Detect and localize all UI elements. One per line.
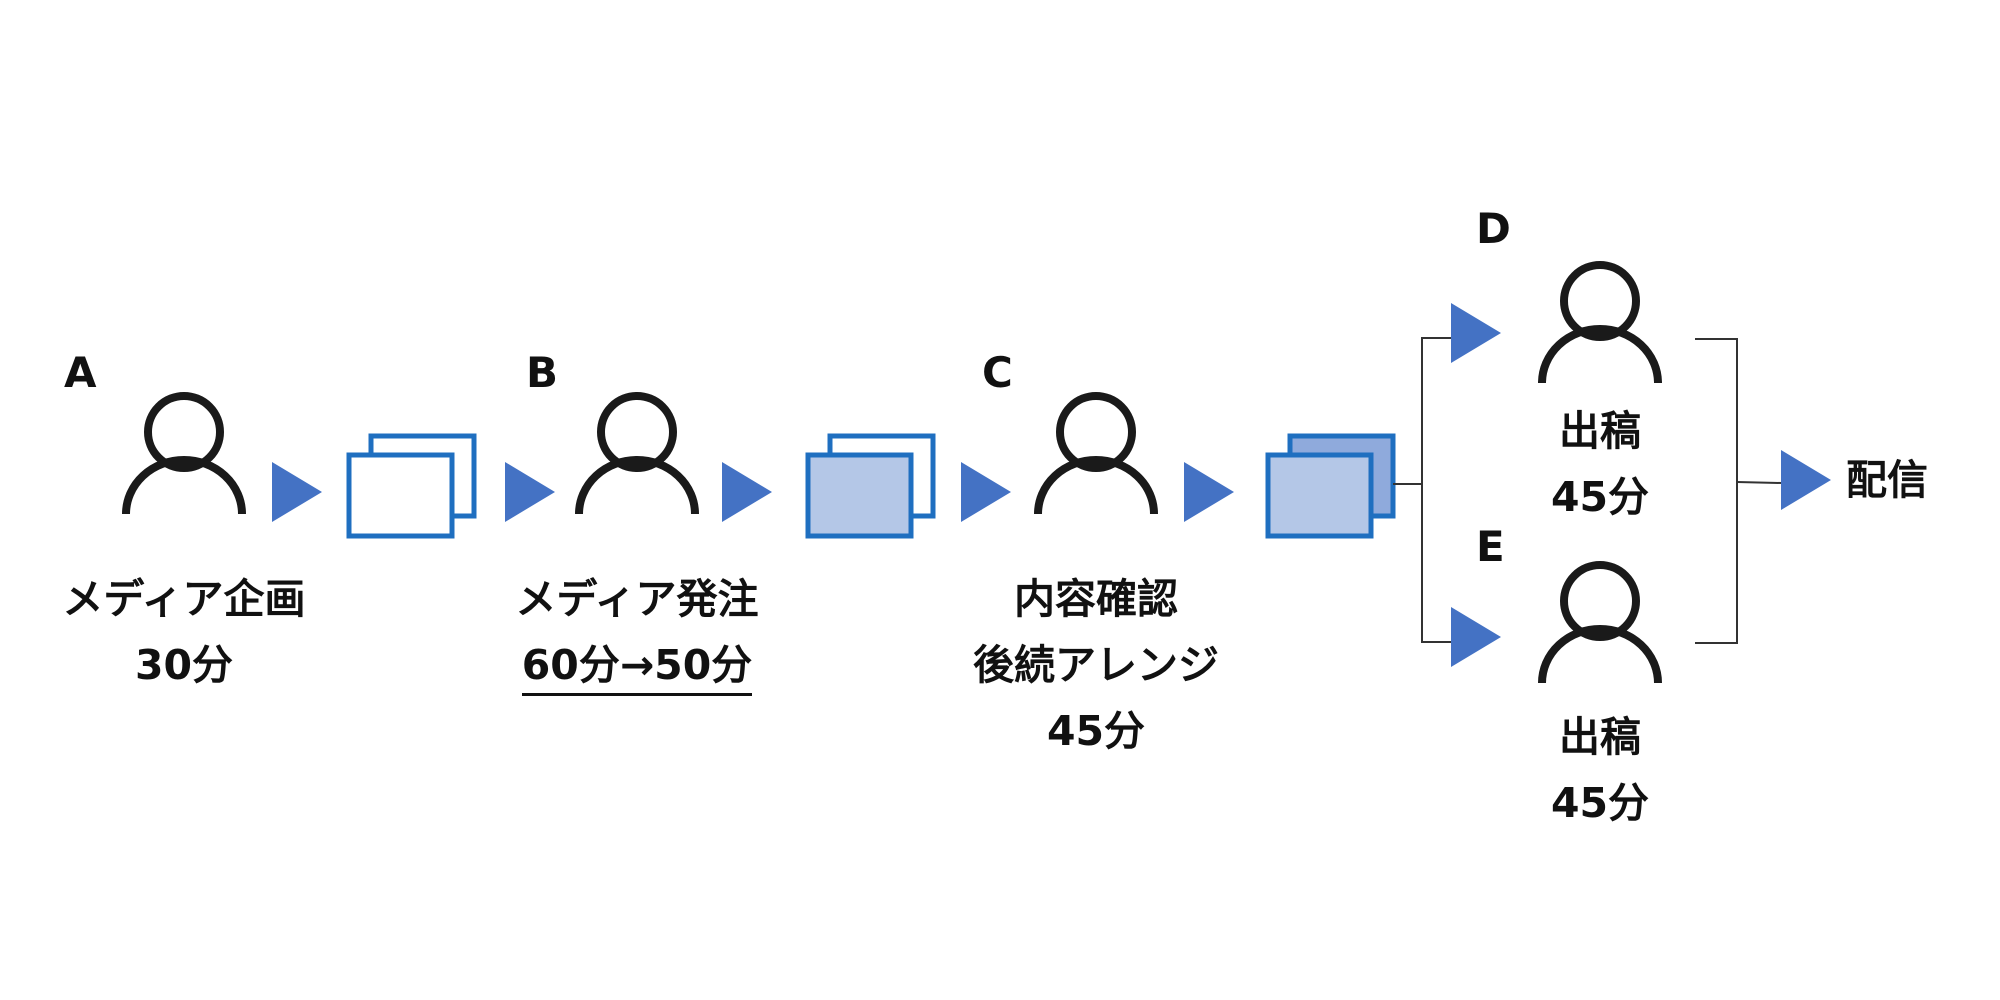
person-icon-d bbox=[1542, 265, 1658, 383]
flow-arrow-7 bbox=[1451, 607, 1501, 667]
flow-arrow-4 bbox=[961, 462, 1011, 522]
step-c-duration: 45分 bbox=[1046, 707, 1146, 755]
step-a-duration: 30分 bbox=[134, 641, 234, 689]
step-letter-d: D bbox=[1476, 204, 1511, 253]
person-icon-e bbox=[1542, 565, 1658, 683]
step-c-name: 内容確認 bbox=[1014, 575, 1178, 623]
step-a-name: メディア企画 bbox=[62, 575, 306, 623]
step-d-duration: 45分 bbox=[1550, 473, 1650, 521]
step-label-d: 出稿 45分 bbox=[1500, 398, 1700, 530]
step-c-subtask: 後続アレンジ bbox=[973, 641, 1219, 689]
step-label-a: メディア企画 30分 bbox=[34, 566, 334, 698]
person-icon-b bbox=[579, 396, 695, 514]
step-letter-b: B bbox=[526, 348, 559, 397]
document-stack-icon-1 bbox=[346, 433, 477, 539]
step-label-b: メディア発注 60分→50分 bbox=[482, 566, 792, 698]
step-letter-a: A bbox=[64, 348, 97, 397]
step-label-e: 出稿 45分 bbox=[1500, 704, 1700, 836]
step-e-duration: 45分 bbox=[1550, 779, 1650, 827]
document-stack-icon-3 bbox=[1265, 433, 1396, 539]
step-letter-c: C bbox=[982, 348, 1013, 397]
step-b-duration: 60分→50分 bbox=[521, 637, 753, 696]
step-label-c: 内容確認 後続アレンジ 45分 bbox=[946, 566, 1246, 764]
merge-connector-stem bbox=[1736, 481, 1782, 484]
step-letter-e: E bbox=[1476, 522, 1505, 571]
final-step-name: 配信 bbox=[1846, 456, 1928, 504]
flow-arrow-3 bbox=[722, 462, 772, 522]
step-b-name: メディア発注 bbox=[515, 575, 759, 623]
person-icon-a bbox=[126, 396, 242, 514]
merge-connector-bracket bbox=[1695, 338, 1738, 644]
branch-connector-bracket bbox=[1421, 337, 1451, 643]
step-e-name: 出稿 bbox=[1559, 713, 1641, 761]
flow-arrow-1 bbox=[272, 462, 322, 522]
flow-arrow-5 bbox=[1184, 462, 1234, 522]
step-d-name: 出稿 bbox=[1559, 407, 1641, 455]
document-stack-icon-2 bbox=[805, 433, 936, 539]
flow-arrow-6 bbox=[1451, 303, 1501, 363]
flow-arrow-2 bbox=[505, 462, 555, 522]
final-step-label: 配信 bbox=[1846, 447, 1966, 513]
person-icon-c bbox=[1038, 396, 1154, 514]
flow-arrow-8 bbox=[1781, 450, 1831, 510]
